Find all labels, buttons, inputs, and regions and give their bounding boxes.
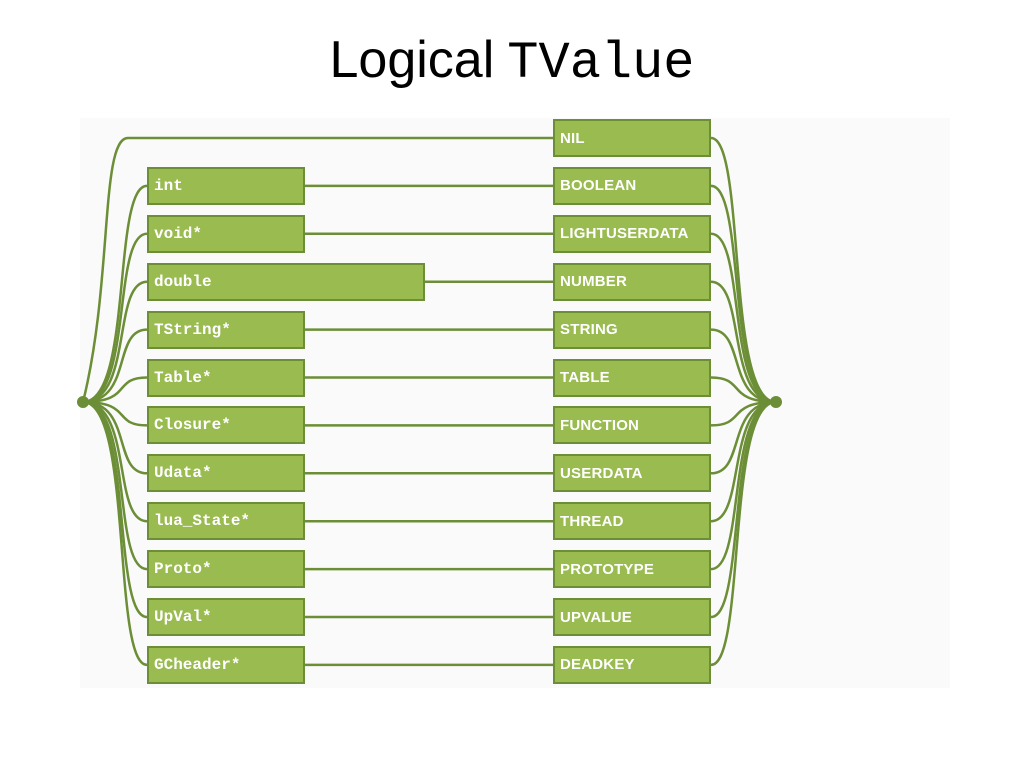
bracket-right-line	[710, 400, 777, 571]
bracket-right-line	[710, 376, 777, 404]
ctype-box-double: double	[147, 262, 425, 301]
tag-box-prototype: PROTOTYPE	[553, 550, 711, 589]
right-hub-dot	[770, 396, 782, 408]
bracket-left-line	[82, 400, 148, 523]
tag-box-thread: THREAD	[553, 502, 711, 541]
bracket-left-line	[82, 280, 148, 404]
left-hub-dot	[77, 396, 89, 408]
tag-box-nil: NIL	[553, 119, 711, 157]
ctype-box-lua-state: lua_State*	[147, 502, 305, 541]
bracket-left-line	[82, 184, 148, 404]
tag-box-deadkey: DEADKEY	[553, 645, 711, 684]
ctype-box-tstring: TString*	[147, 310, 305, 349]
ctype-box-void: void*	[147, 214, 305, 253]
bracket-right-line	[710, 136, 777, 404]
bracket-left-line	[82, 328, 148, 404]
tag-box-lightuserdata: LIGHTUSERDATA	[553, 214, 711, 253]
nil-connector-line	[81, 136, 553, 403]
ctype-box-int: int	[147, 166, 305, 205]
ctype-box-proto: Proto*	[147, 550, 305, 589]
ctype-box-upval: UpVal*	[147, 598, 305, 636]
title-text: Logical	[329, 31, 495, 89]
ctype-box-gcheader: GCheader*	[147, 645, 305, 684]
bracket-left-line	[82, 400, 148, 571]
title-code: TValue	[507, 34, 695, 93]
tag-box-userdata: USERDATA	[553, 454, 711, 493]
bracket-left-line	[82, 400, 148, 667]
ctype-box-closure: Closure*	[147, 406, 305, 445]
tag-box-boolean: BOOLEAN	[553, 166, 711, 205]
bracket-right-line	[710, 400, 777, 667]
ctype-box-udata: Udata*	[147, 454, 305, 493]
bracket-right-line	[710, 184, 777, 404]
diagram-panel	[80, 118, 950, 688]
tag-box-function: FUNCTION	[553, 406, 711, 445]
tag-box-table: TABLE	[553, 358, 711, 397]
tag-box-string: STRING	[553, 310, 711, 349]
bracket-right-line	[710, 400, 777, 427]
bracket-left-line	[82, 232, 148, 404]
tag-box-upvalue: UPVALUE	[553, 598, 711, 636]
bracket-left-line	[82, 376, 148, 404]
bracket-left-line	[82, 400, 148, 427]
page-title: Logical TValue	[0, 30, 1024, 93]
bracket-right-line	[710, 280, 777, 404]
ctype-box-table: Table*	[147, 358, 305, 397]
bracket-right-line	[710, 232, 777, 404]
bracket-right-line	[710, 400, 777, 523]
tag-box-number: NUMBER	[553, 262, 711, 301]
bracket-right-line	[710, 328, 777, 404]
